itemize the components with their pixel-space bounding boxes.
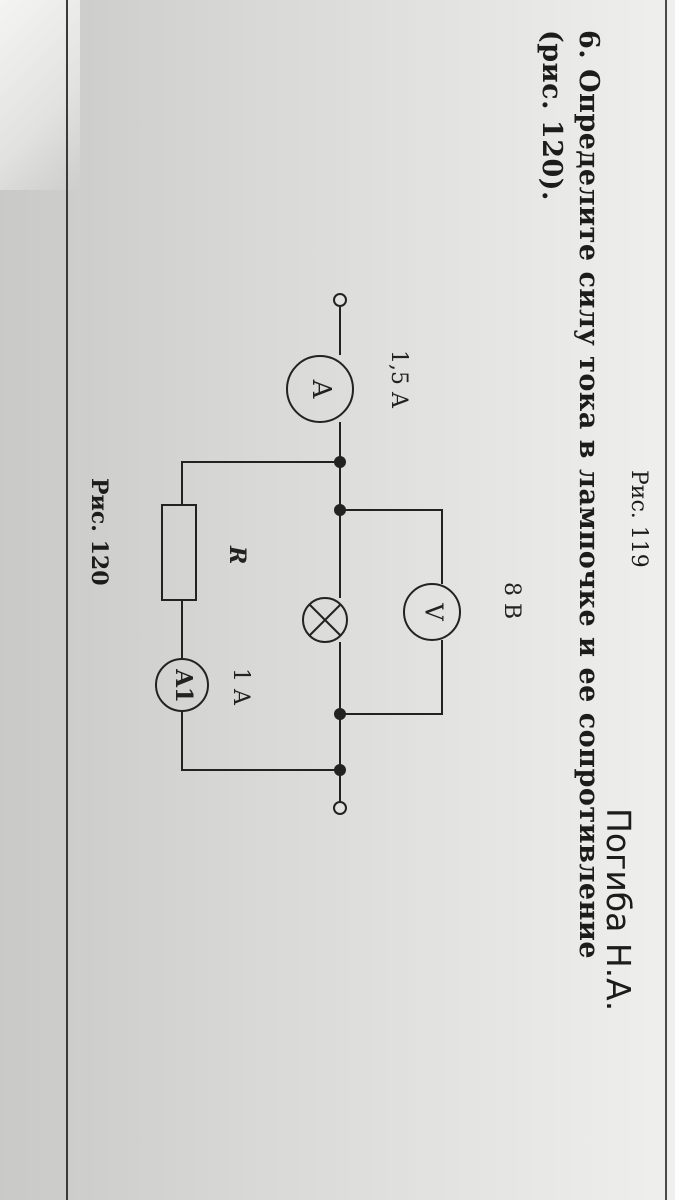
lamp-cross-2 [309, 604, 341, 636]
resistor-label: R [224, 545, 250, 564]
page-border-left [66, 0, 68, 1200]
ammeter-reading: 1,5 A [386, 350, 411, 409]
page-border-right [665, 0, 667, 1200]
terminal-left [333, 293, 347, 307]
resistor-wire-return [181, 711, 340, 771]
ammeter2-reading: 1 A [228, 668, 253, 706]
voltmeter-wire-return [340, 640, 443, 715]
terminal-right [333, 801, 347, 815]
lamp-circle [302, 597, 348, 643]
ammeter-circle [286, 355, 354, 423]
voltmeter-symbol: V [420, 602, 448, 621]
voltmeter-wire [340, 509, 443, 584]
ammeter2-symbol: A1 [170, 668, 197, 703]
resistor [161, 504, 197, 601]
figure-120-caption: Рис. 120 [86, 478, 112, 586]
ammeter-symbol: A [306, 379, 336, 400]
voltmeter-circle [403, 583, 461, 641]
voltmeter-reading: 8 В [499, 582, 524, 619]
resistor-wire [181, 461, 340, 505]
author-signature: Погиба Н.А. [599, 808, 638, 1012]
